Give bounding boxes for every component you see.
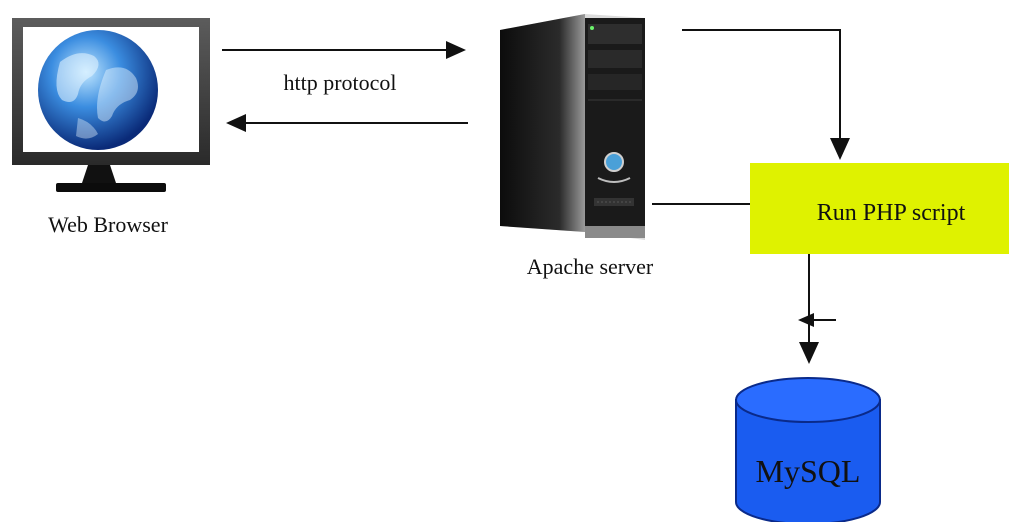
database-cylinder-icon	[735, 377, 881, 522]
web-browser-label: Web Browser	[48, 212, 168, 237]
http-protocol-label: http protocol	[283, 70, 396, 95]
tower-server-icon	[500, 14, 645, 240]
php-script-node: Run PHP script	[750, 163, 1009, 254]
response-arrow	[226, 114, 468, 132]
web-browser-node: Web Browser	[12, 18, 210, 237]
apache-server-node: Apache server	[500, 14, 654, 279]
php-to-mysql-arrow	[798, 254, 836, 364]
mysql-node: MySQL	[735, 377, 881, 522]
server-to-php-arrow	[682, 29, 850, 160]
request-arrow	[222, 41, 466, 59]
monitor-globe-icon	[12, 18, 210, 192]
php-script-box	[750, 163, 1009, 254]
apache-server-label: Apache server	[527, 254, 654, 279]
php-script-label: Run PHP script	[817, 200, 966, 226]
mysql-label: MySQL	[756, 453, 861, 489]
